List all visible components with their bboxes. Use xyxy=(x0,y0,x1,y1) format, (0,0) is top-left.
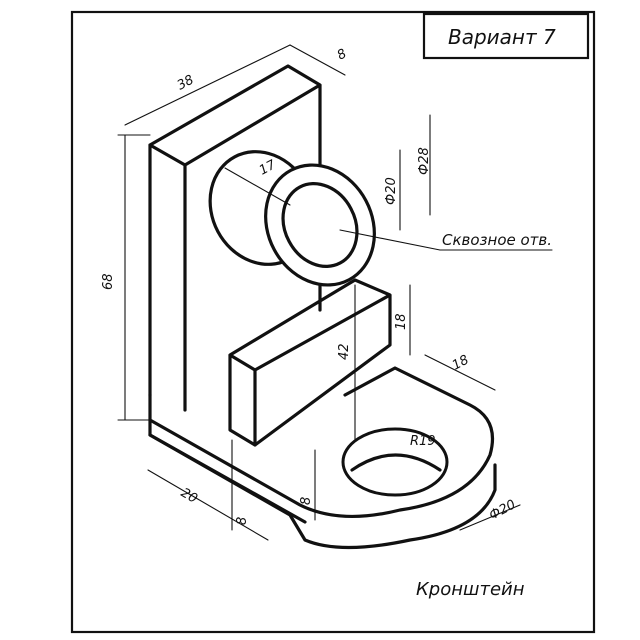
dim-boss-dia: Ф28 xyxy=(417,147,432,175)
vertical-plate xyxy=(148,64,322,412)
dim-plate-thickness: 8 xyxy=(335,46,349,63)
dim-rib-position: 42 xyxy=(337,343,352,360)
rib xyxy=(228,278,392,447)
title-box xyxy=(422,12,590,60)
base-hole-inner xyxy=(350,453,442,472)
boss-hole xyxy=(281,182,359,268)
part-name: Кронштейн xyxy=(416,579,525,600)
dim-rib-thickness: 18 xyxy=(450,353,472,374)
base-plate-edge xyxy=(148,433,307,524)
dim-rib-height: 18 xyxy=(394,313,409,330)
dim-base-length: 20 xyxy=(178,485,200,506)
dim-plate-height: 68 xyxy=(101,273,116,290)
base-plate-top xyxy=(148,366,495,519)
through-hole-note: Сквозное отв. xyxy=(442,231,552,249)
dim-plate-width: 38 xyxy=(175,73,197,94)
base-hole xyxy=(341,427,449,497)
dimension-lines xyxy=(117,44,553,541)
boss-front-ellipse xyxy=(264,163,376,287)
variant-title: Вариант 7 xyxy=(448,25,556,49)
dim-base-radius: R19 xyxy=(410,434,436,449)
dim-boss-length: 17 xyxy=(257,157,279,178)
dim-hole-dia: Ф20 xyxy=(384,177,399,205)
bracket-drawing xyxy=(148,64,497,550)
dim-base-hole-dia: Ф20 xyxy=(487,497,519,523)
sheet-frame xyxy=(70,10,596,634)
dim-base-thickness: 8 xyxy=(299,497,314,505)
dim-base-offset: 8 xyxy=(235,517,250,525)
base-plate-front xyxy=(148,418,497,550)
